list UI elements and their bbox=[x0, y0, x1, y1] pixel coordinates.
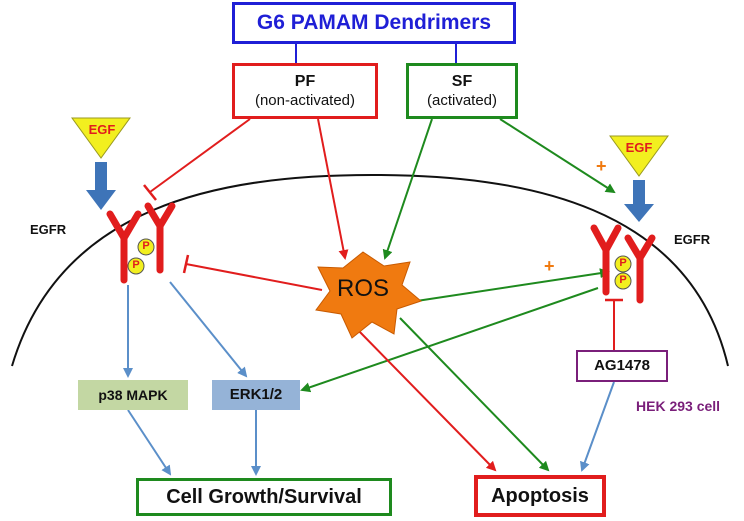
egf-right-ligand bbox=[609, 135, 669, 177]
erk-label: ERK1/2 bbox=[229, 386, 283, 403]
sf-note: (activated) bbox=[426, 91, 498, 109]
sf-name: SF bbox=[451, 73, 473, 91]
egf-left-block-arrow bbox=[86, 162, 116, 210]
ag1478-box: AG1478 bbox=[576, 350, 668, 382]
sf-to-egfr-right-arrow bbox=[499, 118, 616, 194]
pf-inhibit-egfr-left bbox=[149, 118, 251, 193]
ros-star bbox=[315, 251, 423, 339]
ros-to-apoptosis-green-arrow bbox=[399, 317, 550, 472]
cell-growth-box: Cell Growth/Survival bbox=[136, 478, 392, 516]
phospho-left-1 bbox=[137, 238, 155, 256]
dendrimer-title-box: G6 PAMAM Dendrimers bbox=[232, 2, 516, 44]
pf-note: (non-activated) bbox=[254, 91, 356, 109]
egf-right-block-arrow bbox=[624, 180, 654, 222]
egfr-left-label: EGFR bbox=[30, 222, 67, 237]
egfr-left-to-erk-arrow bbox=[169, 281, 248, 378]
dendrimer-title: G6 PAMAM Dendrimers bbox=[256, 11, 492, 35]
ag1478-label: AG1478 bbox=[594, 357, 650, 374]
pf-box: PF (non-activated) bbox=[232, 63, 378, 119]
ros-label: ROS bbox=[336, 275, 389, 302]
sf-activation-plus: + bbox=[596, 156, 607, 176]
phospho-right-2 bbox=[614, 272, 632, 290]
ros-to-apoptosis-red-arrow bbox=[355, 327, 497, 472]
egf-left-ligand bbox=[71, 117, 131, 159]
cell-membrane bbox=[11, 173, 729, 367]
egfr-left-receptor bbox=[106, 202, 176, 284]
cell-growth-label: Cell Growth/Survival bbox=[166, 486, 362, 508]
p38-mapk-box: p38 MAPK bbox=[78, 380, 188, 410]
egfr-right-to-erk-arrow bbox=[300, 287, 599, 393]
phospho-right-1-label: P bbox=[619, 257, 627, 269]
ros-to-egfr-right-arrow bbox=[409, 268, 610, 303]
ros-activation-plus: + bbox=[544, 256, 555, 276]
egf-left-label: EGF bbox=[88, 122, 116, 137]
pf-name: PF bbox=[294, 73, 316, 91]
egfr-right-receptor bbox=[590, 224, 656, 304]
erk-box: ERK1/2 bbox=[212, 380, 300, 410]
phospho-left-2-label: P bbox=[132, 259, 140, 271]
pf-to-ros-arrow bbox=[317, 118, 349, 260]
apoptosis-label: Apoptosis bbox=[491, 485, 589, 507]
phospho-right-2-label: P bbox=[619, 274, 627, 286]
apoptosis-box: Apoptosis bbox=[474, 475, 606, 517]
pf-inhibit-bar bbox=[143, 184, 157, 201]
phospho-right-1 bbox=[614, 255, 632, 273]
phospho-left-2 bbox=[127, 257, 145, 275]
ros-inhibit-egfr-left bbox=[185, 263, 323, 291]
egf-right-label: EGF bbox=[625, 140, 653, 155]
sf-box: SF (activated) bbox=[406, 63, 518, 119]
ag1478-to-apoptosis-arrow bbox=[580, 381, 615, 472]
p38-to-growth-arrow bbox=[127, 409, 172, 476]
ros-inhibit-bar bbox=[182, 254, 190, 274]
cell-type-label: HEK 293 cell bbox=[636, 398, 721, 414]
egfr-right-label: EGFR bbox=[674, 232, 711, 247]
phospho-left-1-label: P bbox=[142, 240, 150, 252]
p38-mapk-label: p38 MAPK bbox=[98, 386, 168, 403]
sf-to-ros-arrow bbox=[382, 118, 433, 260]
